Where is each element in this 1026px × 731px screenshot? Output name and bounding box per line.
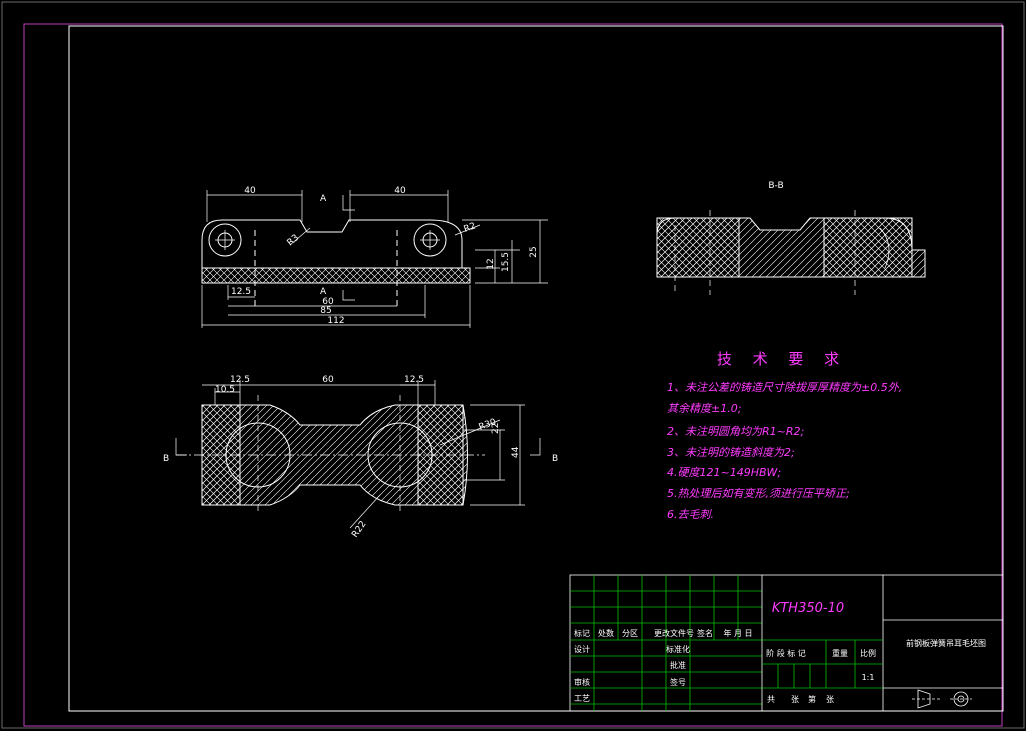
dim-front-bottom-small: 12.5 [231, 287, 251, 297]
title-block [569, 574, 1004, 712]
requirements-title: 技 术 要 求 [717, 350, 847, 368]
dim-top-left-10-5: 10.5 [215, 385, 235, 395]
section-bb [656, 210, 926, 295]
dim-front-r3: R3 [286, 233, 302, 248]
dim-top-r22: R22 [350, 519, 368, 539]
dim-front-top-left: 40 [244, 186, 256, 196]
tb-role-standard: 标准化 [666, 644, 690, 654]
projection-symbol-icon [912, 689, 972, 709]
requirement-item-2: 其余精度±1.0; [667, 402, 741, 415]
requirement-item-4: 3、未注明的铸造斜度为2; [667, 446, 795, 459]
tb-stage-mark: 阶 段 标 记 [766, 648, 806, 658]
drawing-code: KTH350-10 [772, 601, 844, 616]
dim-top-44: 44 [511, 446, 521, 458]
drawing-frame [68, 25, 1004, 712]
dim-front-right-25: 25 [529, 246, 539, 257]
tb-sheet-index: 第 [808, 694, 816, 704]
dim-front-right-12: 12 [486, 258, 496, 269]
tb-role-process: 工艺 [574, 694, 590, 703]
front-view-dimensions [201, 190, 548, 328]
tb-sheet-total: 共 [767, 695, 775, 704]
cut-mark-b-right: B [552, 454, 558, 464]
tb-label-count: 处数 [598, 628, 614, 638]
tb-sheet-unit-2: 张 [826, 695, 834, 704]
dim-front-top-right: 40 [394, 186, 406, 196]
top-view-dimensions [175, 380, 541, 529]
tb-label-zone: 分区 [622, 629, 638, 638]
requirement-item-1: 1、未注公差的铸造尺寸除拔厚厚精度为±0.5外, [667, 381, 902, 394]
dim-top-60: 60 [322, 375, 334, 385]
part-name: 前钢板弹簧吊耳毛坯图 [906, 638, 986, 648]
requirement-item-5: 4.硬度121~149HBW; [667, 466, 781, 479]
tb-role-design: 设计 [574, 644, 590, 654]
dim-front-bottom-60: 60 [322, 297, 334, 307]
tb-role-review: 审核 [574, 677, 590, 687]
dim-front-bottom-85: 85 [320, 306, 331, 316]
tb-sheet-unit-1: 张 [791, 695, 799, 704]
cut-mark-a-top: A [320, 194, 327, 204]
tb-label-mark: 标记 [574, 628, 590, 638]
dim-front-r2: R2 [463, 221, 478, 234]
tb-label-sign: 签名 [697, 628, 713, 638]
tb-role-approve: 批准 [670, 660, 686, 670]
requirement-item-7: 6.去毛刺. [667, 508, 714, 521]
dim-top-right-12-5: 12.5 [404, 375, 424, 385]
top-view [176, 395, 485, 515]
cut-mark-b-left: B [163, 454, 169, 464]
sheet-border [23, 23, 1003, 727]
cut-mark-a-bottom: A [320, 287, 327, 297]
tb-label-date: 年 月 日 [723, 628, 752, 638]
tb-role-sign-no: 签号 [670, 677, 686, 687]
tb-label-change-doc: 更改文件号 [654, 628, 694, 638]
dim-front-right-15-5: 15.5 [501, 252, 511, 272]
section-label: B-B [768, 181, 783, 191]
requirement-item-6: 5.热处理后如有变形,须进行压平矫正; [667, 487, 850, 500]
tb-scale-value: 1:1 [862, 673, 875, 682]
requirement-item-3: 2、未注明圆角均为R1~R2; [667, 425, 804, 438]
dim-top-left-12-5: 12.5 [230, 375, 250, 385]
dim-front-bottom-112: 112 [327, 316, 344, 326]
tb-scale-label: 比例 [860, 648, 876, 658]
dim-top-22: 22 [491, 423, 501, 434]
tb-weight: 重量 [832, 648, 848, 658]
front-view [201, 219, 471, 310]
